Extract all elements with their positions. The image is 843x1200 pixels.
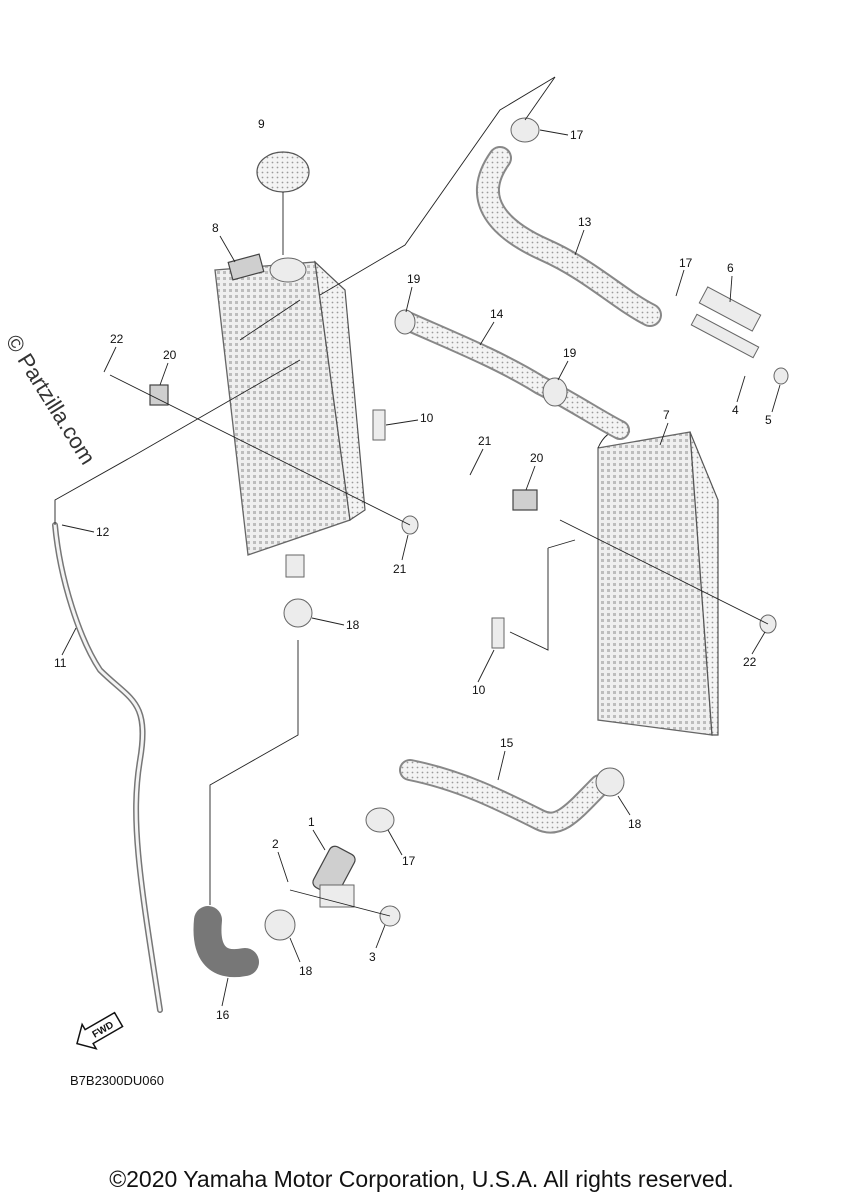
- fitting-1: [312, 845, 356, 908]
- callout-label: 7: [663, 408, 670, 422]
- clamps: [149, 117, 789, 941]
- callout-label: 20: [530, 451, 544, 465]
- callout-label: 22: [110, 332, 124, 346]
- callout-label: 14: [490, 307, 504, 321]
- callout-label: 5: [765, 413, 772, 427]
- hose-16: [193, 906, 259, 978]
- callout-label: 22: [743, 655, 757, 669]
- callout-label: 17: [679, 256, 693, 270]
- callout-label: 2: [272, 837, 279, 851]
- breather-hose-11: [52, 522, 163, 1013]
- callout-label: 15: [500, 736, 514, 750]
- callout-label: 18: [346, 618, 360, 632]
- callout-label: 20: [163, 348, 177, 362]
- callout-label: 18: [299, 964, 313, 978]
- radiator-cap: [256, 151, 310, 193]
- callout-label: 4: [732, 403, 739, 417]
- callout-label: 3: [369, 950, 376, 964]
- copyright-notice: ©2020 Yamaha Motor Corporation, U.S.A. A…: [109, 1166, 734, 1192]
- radiator-left: [214, 253, 366, 578]
- callout-label: 13: [578, 215, 592, 229]
- fwd-arrow-icon: FWD: [76, 1011, 124, 1050]
- callout-label: 19: [407, 272, 421, 286]
- callout-label: 9: [258, 117, 265, 131]
- callouts: 9 17 8 13 17 6 19 14 22 20 19 4 5 10 7 2…: [54, 117, 781, 1022]
- callout-label: 10: [420, 411, 434, 425]
- radiator-right: [597, 429, 719, 736]
- leader-lines: [54, 76, 769, 917]
- callout-label: 16: [216, 1008, 230, 1022]
- callout-label: 21: [478, 434, 492, 448]
- callout-label: 10: [472, 683, 486, 697]
- callout-label: 1: [308, 815, 315, 829]
- callout-label: 12: [96, 525, 110, 539]
- callout-label: 17: [570, 128, 584, 142]
- callout-label: 6: [727, 261, 734, 275]
- callout-label: 19: [563, 346, 577, 360]
- callout-label: 18: [628, 817, 642, 831]
- callout-label: 17: [402, 854, 416, 868]
- callout-label: 8: [212, 221, 219, 235]
- callout-label: 21: [393, 562, 407, 576]
- diagram-code: B7B2300DU060: [70, 1073, 164, 1088]
- callout-label: 11: [54, 656, 67, 670]
